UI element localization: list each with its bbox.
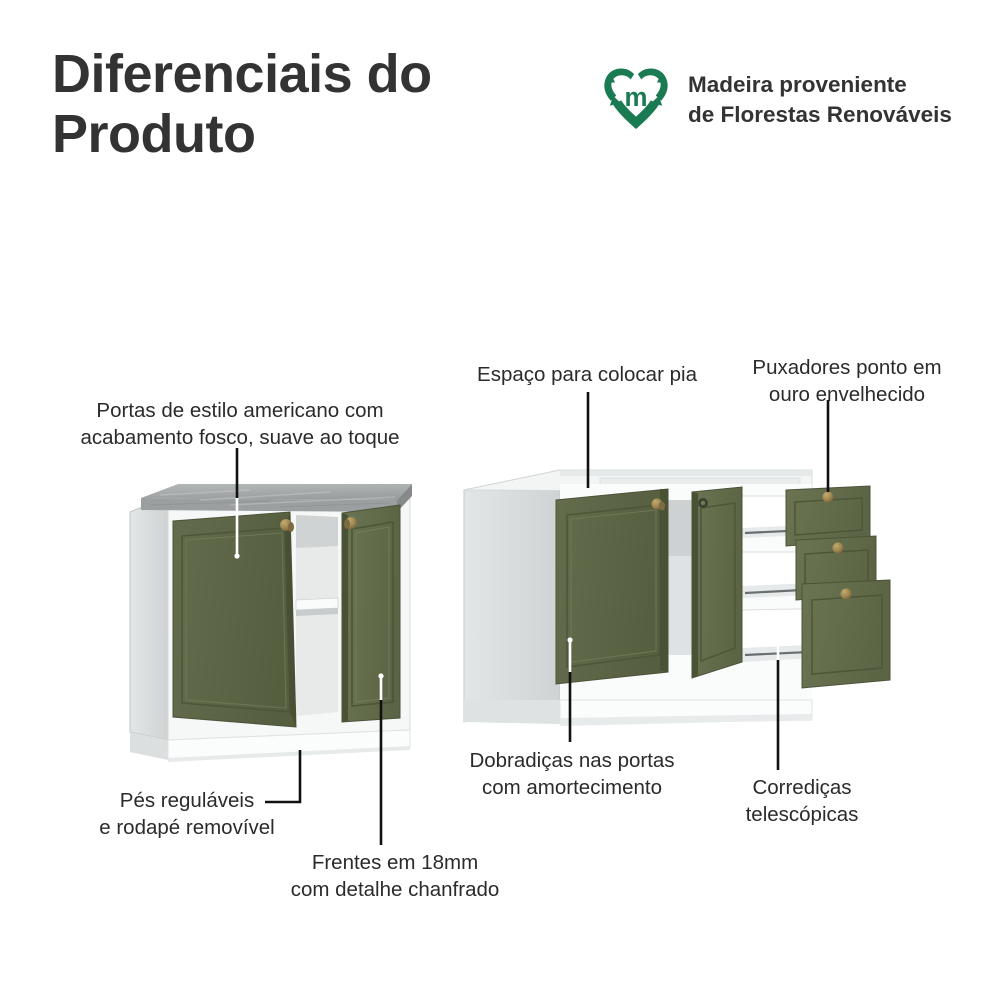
right-cabinet-door-right[interactable] — [691, 486, 743, 679]
knob-drawer-top[interactable] — [822, 491, 834, 503]
right-cabinet-door-left[interactable] — [555, 488, 669, 685]
left-cabinet-interior-top — [296, 515, 338, 548]
callout-portas-estilo-americano: Portas de estilo americano com acabament… — [80, 399, 400, 449]
leader-portas-dot — [234, 553, 240, 559]
left-cabinet-interior — [296, 515, 338, 716]
left-countertop-edge-right — [397, 484, 412, 512]
eco-badge-label: Madeira proveniente de Florestas Renováv… — [688, 72, 952, 127]
callout-frentes-18mm: Frentes em 18mm com detalhe chanfrado — [290, 851, 500, 901]
callout-pes-reguláveis: Pés reguláveis e rodapé removível — [99, 789, 275, 839]
svg-text:m: m — [625, 84, 648, 112]
callout-puxadores-ouro: Puxadores ponto em ouro envelhecido — [752, 356, 942, 406]
left-countertop-edge — [141, 498, 397, 512]
knob-drawer-bottom[interactable] — [840, 588, 852, 600]
sink-rim-back — [560, 470, 812, 476]
page-title: Diferenciais do Produto — [52, 44, 432, 165]
callout-corredicas: Corrediças telescópicas — [745, 776, 859, 826]
left-cabinet-illustration — [129, 484, 412, 762]
left-cabinet-door-left[interactable] — [172, 511, 297, 728]
right-plinth-shadow — [560, 714, 812, 726]
leader-dobradicas-dot — [567, 637, 573, 643]
knob-drawer-middle[interactable] — [832, 542, 844, 554]
leader-frentes-dot — [378, 673, 384, 679]
left-cabinet-side-panel — [129, 495, 169, 741]
right-cabinet-side-panel — [463, 469, 561, 723]
eco-badge: m Madeira proveniente de Florestas Renov… — [598, 62, 952, 138]
leader-corredicas-dot — [775, 637, 781, 643]
left-cabinet-door-right[interactable] — [341, 504, 401, 723]
drawer-front-bottom[interactable] — [801, 579, 891, 689]
left-plinth-shadow — [168, 746, 410, 762]
recycling-heart-logo-icon: m — [598, 62, 674, 138]
right-cabinet-illustration — [463, 469, 891, 726]
callout-espaco-pia: Espaço para colocar pia — [477, 363, 697, 386]
left-plinth-side — [130, 732, 168, 760]
callout-dobradicas: Dobradiças nas portas com amortecimento — [469, 749, 675, 799]
countertop-texture — [149, 489, 396, 508]
leader-pes — [265, 750, 302, 804]
leader-lines — [234, 392, 830, 845]
right-plinth-side — [464, 700, 560, 724]
left-cabinet-shelf-edge — [296, 608, 338, 616]
left-cabinet-shelf — [295, 597, 339, 611]
left-countertop-surface — [141, 484, 412, 500]
